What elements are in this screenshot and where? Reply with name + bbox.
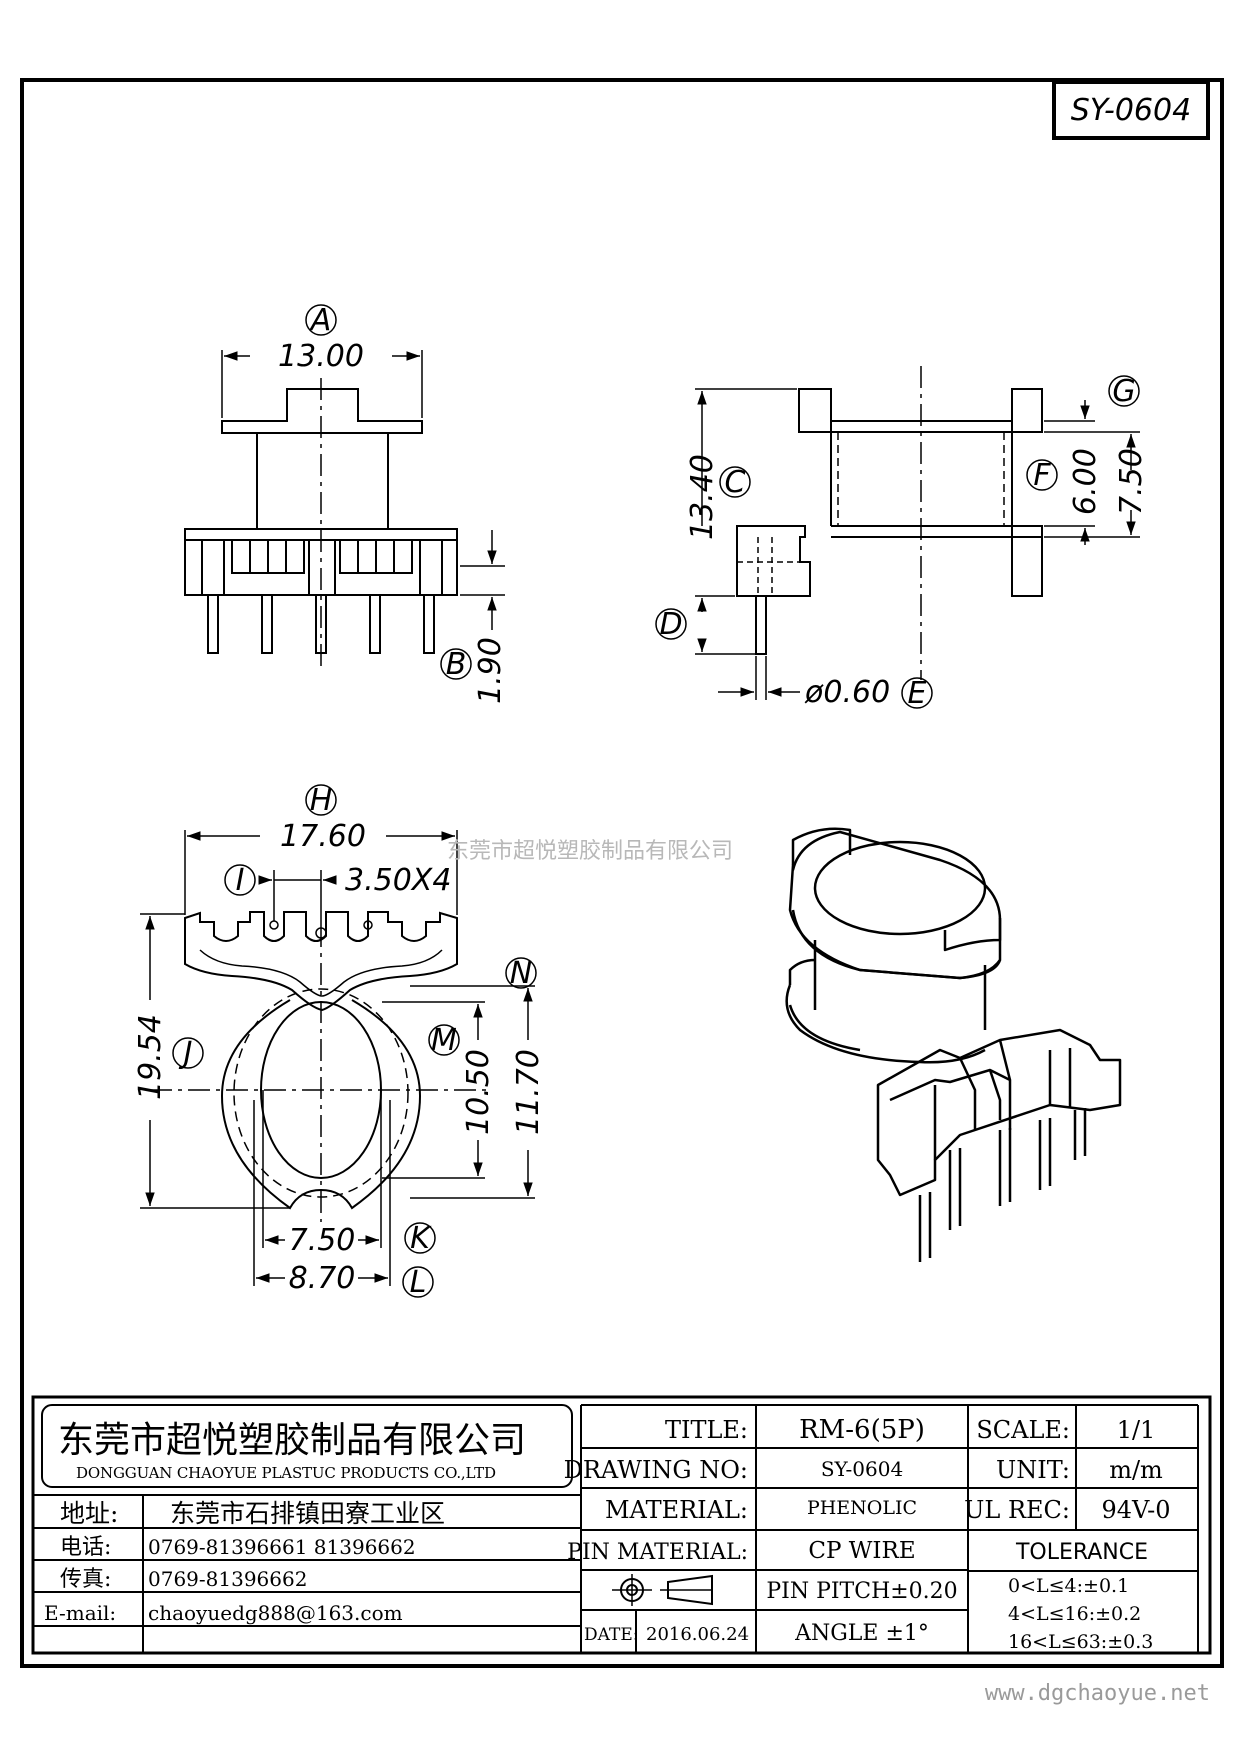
fax-label: 传真: [60, 1567, 111, 1592]
dim-label-a: A [309, 303, 332, 338]
dim-value-i: 3.50X4 [345, 863, 451, 898]
dim-label-l: L [410, 1265, 427, 1300]
top-view [140, 784, 537, 1298]
drawing-no-label: DRAWING NO: [564, 1456, 748, 1484]
dim-value-l: 8.70 [289, 1261, 356, 1296]
title-label: TITLE: [665, 1416, 748, 1444]
pin-pitch: PIN PITCH±0.20 [766, 1579, 957, 1604]
dim-value-j: 19.54 [133, 1014, 168, 1100]
dim-label-c: C [725, 465, 746, 500]
tolerance-label: TOLERANCE [1015, 1540, 1148, 1565]
dim-label-h: H [310, 783, 333, 818]
fax-value: 0769-81396662 [148, 1567, 307, 1591]
email-label: E-mail: [44, 1601, 116, 1625]
phone-value: 0769-81396661 81396662 [148, 1535, 416, 1559]
top-view-labels: H 17.60 I 3.50X4 19.54 J M 10.50 N 11.70… [133, 783, 546, 1300]
date-label: DATE: [584, 1625, 638, 1645]
dim-label-k: K [410, 1221, 432, 1256]
side-view-labels: 13.40 C D ø0.60 E F 6.00 G 7.50 [659, 374, 1149, 711]
phone-label: 电话: [60, 1535, 111, 1560]
address-value: 东莞市石排镇田寮工业区 [170, 1499, 445, 1528]
title-value: RM-6(5P) [799, 1415, 925, 1445]
dim-value-b: 1.90 [473, 637, 508, 704]
dim-value-n: 11.70 [511, 1049, 546, 1135]
isometric-view [785, 827, 1122, 1262]
title-block-text: 东莞市超悦塑胶制品有限公司 DONGGUAN CHAOYUE PLASTUC P… [44, 1415, 1171, 1653]
drawing-no-value: SY-0604 [821, 1457, 903, 1481]
pin-material-label: PIN MATERIAL: [567, 1540, 748, 1565]
tolerance-range-3: 16<L≤63:±0.3 [1008, 1631, 1153, 1653]
dim-value-e: ø0.60 [804, 675, 890, 710]
ul-rec-value: 94V-0 [1101, 1496, 1170, 1524]
tolerance-range-1: 0<L≤4:±0.1 [1008, 1575, 1129, 1597]
dim-label-m: M [431, 1023, 457, 1058]
watermark-company: 东莞市超悦塑胶制品有限公司 [447, 839, 733, 864]
ul-rec-label: UL REC: [964, 1496, 1070, 1524]
dim-value-k: 7.50 [289, 1223, 356, 1258]
dim-label-e: E [908, 676, 927, 711]
dim-label-i: I [236, 863, 245, 898]
angle: ANGLE ±1° [794, 1621, 929, 1646]
dim-label-b: B [446, 647, 467, 682]
title-block [31, 1395, 1212, 1655]
dim-value-g: 7.50 [1114, 448, 1149, 515]
date-value: 2016.06.24 [646, 1624, 749, 1645]
dim-value-f: 6.00 [1068, 448, 1103, 515]
front-view [184, 304, 505, 680]
unit-value: m/m [1109, 1456, 1163, 1484]
company-name-en: DONGGUAN CHAOYUE PLASTUC PRODUCTS CO.,LT… [76, 1464, 496, 1482]
company-name-cn: 东莞市超悦塑胶制品有限公司 [58, 1420, 526, 1461]
scale-value: 1/1 [1117, 1416, 1156, 1444]
dim-value-h: 17.60 [280, 819, 366, 854]
address-label: 地址: [60, 1499, 118, 1528]
material-value: PHENOLIC [807, 1497, 917, 1519]
drawing-code-box: SY-0604 [1052, 80, 1210, 140]
material-label: MATERIAL: [605, 1496, 748, 1524]
email-value: chaoyuedg888@163.com [148, 1601, 403, 1625]
dim-value-m: 10.50 [461, 1049, 496, 1135]
dim-label-f: F [1033, 458, 1051, 493]
website-url: www.dgchaoyue.net [985, 1681, 1210, 1706]
scale-label: SCALE: [976, 1416, 1070, 1444]
drawing-code: SY-0604 [1071, 93, 1191, 128]
front-view-labels: A 13.00 B 1.90 [278, 303, 508, 704]
pin-material-value: CP WIRE [808, 1538, 915, 1564]
side-view [655, 366, 1140, 709]
dim-label-n: N [510, 956, 532, 991]
tolerance-range-2: 4<L≤16:±0.2 [1008, 1603, 1141, 1625]
dim-value-c: 13.40 [685, 454, 720, 540]
unit-label: UNIT: [996, 1456, 1070, 1484]
dim-label-d: D [659, 607, 682, 642]
dim-label-g: G [1112, 374, 1135, 409]
dim-value-a: 13.00 [278, 339, 364, 374]
drawing-border [20, 78, 1224, 1668]
